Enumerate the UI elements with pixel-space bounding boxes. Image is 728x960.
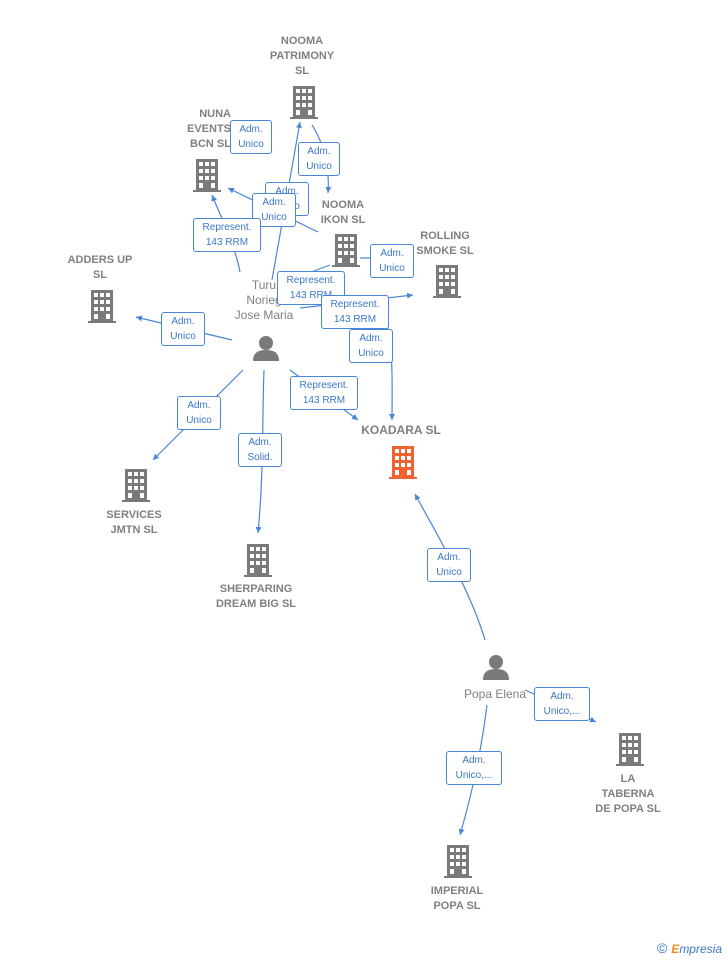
edge-label-imperial[interactable]: Adm. Unico,... (446, 751, 502, 785)
building-icon[interactable] (433, 265, 461, 298)
edge-label-represent-koadara[interactable]: Represent. 143 RRM (290, 376, 358, 410)
brand-watermark: ©Empresia (657, 940, 722, 956)
main-building-icon[interactable] (389, 446, 417, 479)
brand-logo-letter: E (671, 942, 680, 956)
node-nooma-patrimony[interactable]: NOOMA PATRIMONY SL (269, 35, 335, 77)
edge-label-nuna-events[interactable]: Adm. Unico (230, 120, 272, 154)
node-nuna-events[interactable]: NUNA EVENTS BCN SL (186, 108, 231, 150)
building-icon[interactable] (244, 544, 272, 577)
building-icon[interactable] (88, 290, 116, 323)
building-icon[interactable] (290, 86, 318, 119)
edge-label-nooma-ikon[interactable]: Adm. Unico (298, 142, 340, 176)
node-rolling-smoke[interactable]: ROLLING SMOKE SL (416, 230, 474, 257)
person-icon[interactable] (253, 336, 279, 361)
edge-label-adders-up[interactable]: Adm. Unico (161, 312, 205, 346)
building-icon[interactable] (193, 159, 221, 192)
edge-label-koadara-turu[interactable]: Adm. Unico (349, 329, 393, 363)
edge-label-koadara-popa[interactable]: Adm. Unico (427, 548, 471, 582)
node-turu-noriega[interactable]: Turu Norieg Jose Maria (234, 278, 294, 322)
edge-label-rolling-smoke[interactable]: Adm. Unico (370, 244, 414, 278)
building-icon[interactable] (616, 733, 644, 766)
building-icon[interactable] (332, 234, 360, 267)
edge-label-services[interactable]: Adm. Unico (177, 396, 221, 430)
edge-label-taberna[interactable]: Adm. Unico,... (534, 687, 590, 721)
edge-label-represent-mid2[interactable]: Represent. 143 RRM (321, 295, 389, 329)
node-sherparing[interactable]: SHERPARING DREAM BIG SL (215, 583, 297, 610)
node-koadara[interactable]: KOADARA SL (361, 423, 441, 437)
building-icon[interactable] (122, 469, 150, 502)
edge-label-represent-nuna[interactable]: Represent. 143 RRM (193, 218, 261, 252)
node-adders-up[interactable]: ADDERS UP SL (67, 254, 133, 281)
node-imperial-popa[interactable]: IMPERIAL POPA SL (430, 885, 484, 912)
node-nooma-ikon[interactable]: NOOMA IKON SL (320, 199, 366, 226)
node-popa-elena[interactable]: Popa Elena (463, 687, 527, 701)
node-la-taberna[interactable]: LA TABERNA DE POPA SL (595, 773, 661, 815)
person-icon[interactable] (483, 655, 509, 680)
brand-name: mpresia (679, 942, 722, 956)
edge-label-sherparing[interactable]: Adm. Solid. (238, 433, 282, 467)
node-services-jmtn[interactable]: SERVICES JMTN SL (106, 509, 162, 536)
copyright-icon: © (656, 940, 668, 956)
building-icon[interactable] (444, 845, 472, 878)
